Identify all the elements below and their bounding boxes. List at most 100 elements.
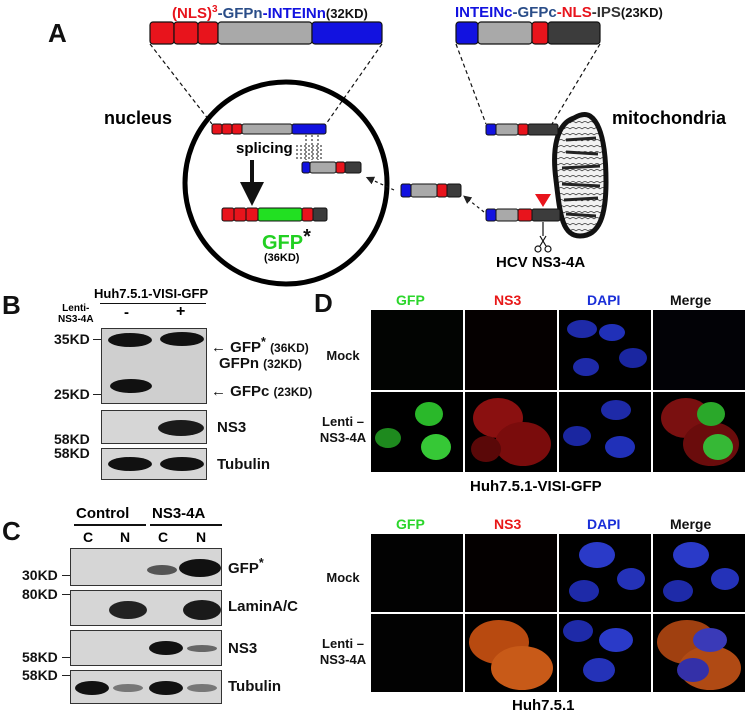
size-label: (23KD) xyxy=(620,5,663,20)
hdr-top-merge: Merge xyxy=(670,292,712,308)
blot-c-lamin xyxy=(70,590,222,626)
band-lamin-2 xyxy=(183,600,221,620)
nucleus-circle xyxy=(182,79,390,287)
gfpn-label: GFPn xyxy=(222,5,263,22)
lane-c1: C xyxy=(83,529,94,545)
hdr-top-ns3: NS3 xyxy=(494,292,522,308)
hdr-bot-gfp: GFP xyxy=(396,516,425,532)
tick-25 xyxy=(93,394,101,395)
micro-mock-ns3 xyxy=(465,310,557,390)
nls-label: (NLS) xyxy=(172,5,212,22)
mitochondria-label: mitochondria xyxy=(612,108,727,128)
gfp: GFP xyxy=(230,339,262,356)
group-ns3-line xyxy=(150,524,222,526)
size: (23KD) xyxy=(273,385,313,399)
lenti-line-1: Lenti- xyxy=(62,303,90,314)
dash: - xyxy=(556,4,562,21)
blot-b-tubulin xyxy=(101,448,207,480)
band-c-gfp-n xyxy=(179,559,221,577)
lenti-2: NS3-4A xyxy=(319,652,367,667)
micro2-mock-merge xyxy=(653,534,745,612)
panel-b-title-underline xyxy=(100,303,206,304)
band-tubulin-2 xyxy=(160,457,204,471)
band-c-ns3-c xyxy=(149,641,183,655)
tick-35 xyxy=(93,339,101,340)
row-lenti-top: Lenti – NS3-4A xyxy=(315,414,371,446)
mw-25: 25KD xyxy=(54,386,90,402)
size: (32KD) xyxy=(263,357,302,371)
inteinc-label: INTEINc xyxy=(455,4,513,21)
construct-right-bar xyxy=(455,21,601,45)
size: (36KD) xyxy=(270,341,309,355)
band-gfp36 xyxy=(160,332,204,346)
label-gfp36: ← GFP* (36KD) xyxy=(211,335,309,356)
group-control-line xyxy=(74,524,146,526)
row-mock-top: Mock xyxy=(326,348,360,363)
hdr-bot-merge: Merge xyxy=(670,516,712,532)
group-ns3: NS3-4A xyxy=(152,505,206,522)
mito-construct-bottom xyxy=(485,208,561,222)
micro-mock-gfp xyxy=(371,310,463,390)
tick-58d xyxy=(62,675,70,676)
dash: - xyxy=(262,5,268,22)
micro-mock-dapi xyxy=(559,310,651,390)
tick-30 xyxy=(62,575,70,576)
micro2-lenti-dapi xyxy=(559,614,651,692)
size-label: (32KD) xyxy=(325,6,368,21)
micro2-lenti-ns3 xyxy=(465,614,557,692)
micro2-lenti-merge xyxy=(653,614,745,692)
panel-b-title: Huh7.5.1-VISI-GFP xyxy=(94,286,209,301)
lenti-label: Lenti- NS3-4A xyxy=(58,303,94,325)
band-ns3 xyxy=(158,420,204,436)
band-c-tub-4 xyxy=(187,684,217,692)
gfp-size-label: (36KD) xyxy=(264,252,300,264)
micro2-mock-ns3 xyxy=(465,534,557,612)
micro-lenti-dapi xyxy=(559,392,651,472)
label-tubulin: Tubulin xyxy=(217,456,271,473)
caption-bottom: Huh7.5.1 xyxy=(512,697,575,714)
mw-58b: 58KD xyxy=(54,445,90,461)
panel-d-letter: D xyxy=(314,288,333,318)
micro-lenti-merge xyxy=(653,392,745,472)
lenti-line-2: NS3-4A xyxy=(58,314,94,325)
lenti-1: Lenti – xyxy=(322,414,364,429)
gfp-text: GFP xyxy=(262,232,304,254)
panel-c-letter: C xyxy=(2,516,21,546)
hdr-top-gfp: GFP xyxy=(396,292,425,308)
label-c-ns3: NS3 xyxy=(228,640,258,657)
hdr-top-dapi: DAPI xyxy=(587,292,621,308)
lenti-1: Lenti – xyxy=(322,636,364,651)
micro2-lenti-gfp xyxy=(371,614,463,692)
mw-58a: 58KD xyxy=(54,431,90,447)
mw-80: 80KD xyxy=(22,586,58,602)
ips-label: -IPS xyxy=(591,4,621,21)
nucleus-construct-mid xyxy=(301,161,362,174)
lane-plus: + xyxy=(176,303,186,320)
band-tubulin-1 xyxy=(108,457,152,471)
band-c-ns3-n xyxy=(187,645,217,652)
micro-lenti-gfp xyxy=(371,392,463,472)
band-lamin-1 xyxy=(109,601,147,619)
micro2-mock-dapi xyxy=(559,534,651,612)
label-c-gfp: GFP* xyxy=(228,556,264,577)
blot-b-gfp xyxy=(101,328,207,404)
mito-construct-top xyxy=(485,123,559,136)
tick-58c xyxy=(62,657,70,658)
dash: - xyxy=(512,4,518,21)
lane-c2: C xyxy=(158,529,169,545)
hdr-bot-dapi: DAPI xyxy=(587,516,621,532)
nls-label: NLS xyxy=(561,4,592,21)
micro-lenti-ns3 xyxy=(465,392,557,472)
label-c-tubulin: Tubulin xyxy=(228,678,282,695)
lenti-2: NS3-4A xyxy=(319,430,367,445)
caption-top: Huh7.5.1-VISI-GFP xyxy=(470,478,602,495)
protease-label: HCV NS3-4A xyxy=(496,254,586,271)
cleavage-triangle xyxy=(535,194,551,207)
lane-n2: N xyxy=(196,529,207,545)
mw-58c: 58KD xyxy=(22,649,58,665)
construct-left-title: (NLS)3-GFPn-INTEINn(32KD) xyxy=(172,4,368,22)
gfp-star: * xyxy=(303,226,311,248)
blot-c-tubulin xyxy=(70,670,222,704)
lane-minus: - xyxy=(124,304,129,321)
label-ns3: NS3 xyxy=(217,419,247,436)
